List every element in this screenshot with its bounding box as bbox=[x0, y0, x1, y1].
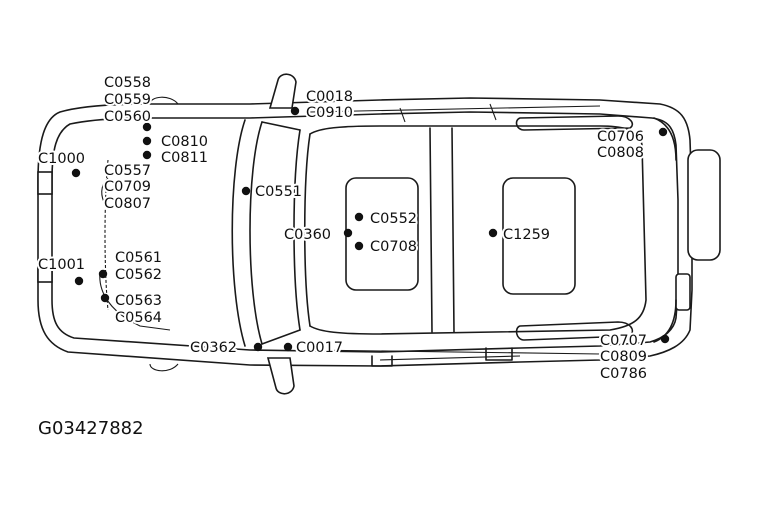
label-c0559: C0559 bbox=[104, 92, 151, 108]
label-c0910: C0910 bbox=[306, 105, 353, 121]
connector-dot-c0017 bbox=[283, 342, 293, 352]
label-c0708: C0708 bbox=[370, 239, 417, 255]
connector-dot-c0910 bbox=[290, 106, 300, 116]
connector-dot-c0708 bbox=[354, 241, 364, 251]
label-c0810: C0810 bbox=[161, 134, 208, 150]
connector-dot-c0706 bbox=[658, 127, 668, 137]
vehicle-outline bbox=[37, 73, 721, 395]
connector-dot-c0561 bbox=[98, 269, 108, 279]
label-c0558: C0558 bbox=[104, 75, 151, 91]
connector-dot-c0563 bbox=[100, 293, 110, 303]
connector-dot-c1259 bbox=[488, 228, 498, 238]
label-c0707: C0707 bbox=[600, 333, 647, 349]
label-c0808: C0808 bbox=[597, 145, 644, 161]
connector-dot-c0551 bbox=[241, 186, 251, 196]
label-c0560: C0560 bbox=[104, 109, 151, 125]
label-c0807: C0807 bbox=[104, 196, 151, 212]
label-c0552: C0552 bbox=[370, 211, 417, 227]
connector-dot-c1000 bbox=[71, 168, 81, 178]
connector-dot-c1001 bbox=[74, 276, 84, 286]
connector-dot-c0552 bbox=[354, 212, 364, 222]
label-c0564: C0564 bbox=[115, 310, 162, 326]
connector-dots bbox=[71, 106, 670, 352]
label-c0551: C0551 bbox=[255, 184, 302, 200]
label-c0362: C0362 bbox=[190, 340, 237, 356]
figure-id: G03427882 bbox=[38, 418, 144, 439]
connector-dot-c0707 bbox=[660, 334, 670, 344]
connector-dot-c0810 bbox=[142, 136, 152, 146]
label-c0809: C0809 bbox=[600, 349, 647, 365]
label-c0561: C0561 bbox=[115, 250, 162, 266]
connector-dot-c0811 bbox=[142, 150, 152, 160]
label-c1000: C1000 bbox=[38, 151, 85, 167]
label-c0017: C0017 bbox=[296, 340, 343, 356]
label-c0563: C0563 bbox=[115, 293, 162, 309]
connector-dot-c0560 bbox=[142, 122, 152, 132]
label-c1259: C1259 bbox=[503, 227, 550, 243]
label-c0360: C0360 bbox=[284, 227, 331, 243]
label-c0709: C0709 bbox=[104, 179, 151, 195]
connector-labels: C0558 C0559 C0560 C0810 C0811 C1000 C055… bbox=[36, 73, 649, 384]
label-c0786: C0786 bbox=[600, 366, 647, 382]
label-c0706: C0706 bbox=[597, 129, 644, 145]
label-c0562: C0562 bbox=[115, 267, 162, 283]
label-c1001: C1001 bbox=[38, 257, 85, 273]
label-c0018: C0018 bbox=[306, 89, 353, 105]
label-c0557: C0557 bbox=[104, 163, 151, 179]
connector-dot-c0362 bbox=[253, 342, 263, 352]
label-c0811: C0811 bbox=[161, 150, 208, 166]
connector-dot-c0360 bbox=[343, 228, 353, 238]
